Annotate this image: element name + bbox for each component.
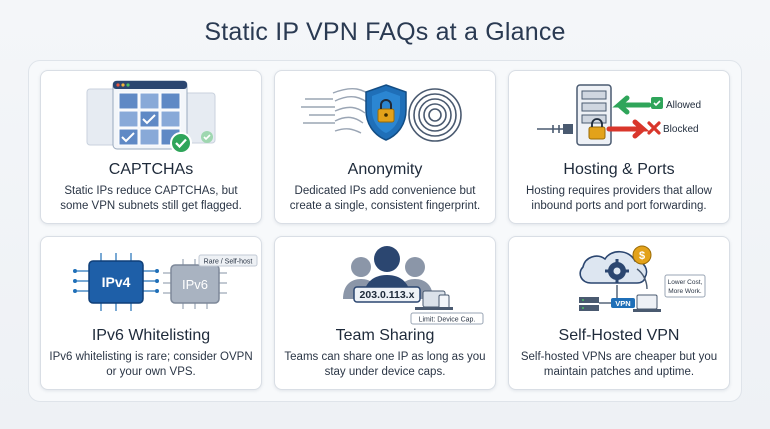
card-hosting-ports: Allowed Blocked Hosting & Ports Hosting …	[508, 70, 730, 224]
card-description: Dedicated IPs add convenience but create…	[289, 185, 481, 212]
card-description: IPv6 whitelisting is rare; consider OVPN…	[49, 351, 253, 378]
ipv6-label: IPv6	[182, 277, 208, 292]
device-cap-label: Limit: Device Cap.	[419, 317, 476, 324]
card-description: Hosting requires providers that allow in…	[525, 185, 712, 212]
server-ports-icon: Allowed Blocked	[537, 84, 701, 146]
cloud-gear-icon: $ VPN Lower Cost, More Work.	[579, 245, 706, 312]
rare-self-host-tag: Rare / Self-host	[204, 259, 253, 266]
card-description: Self-hosted VPNs are cheaper but you mai…	[520, 351, 718, 378]
fingerprint-shield-icon	[301, 84, 462, 142]
card-title: IPv6 Whitelisting	[91, 327, 211, 344]
card-title: Self-Hosted VPN	[558, 327, 680, 344]
ipv4-label: IPv4	[102, 274, 131, 290]
page-title: Static IP VPN FAQs at a Glance	[204, 18, 566, 46]
team-users-icon: 203.0.113.x Limit: Device Cap.	[343, 246, 484, 325]
card-anonymity: Anonymity Dedicated IPs add convenience …	[274, 70, 496, 224]
captcha-grid-icon	[86, 80, 216, 154]
note-line-1: Lower Cost,	[668, 279, 703, 286]
card-team-sharing: 203.0.113.x Limit: Device Cap. Team Shar…	[274, 236, 496, 390]
card-title: Hosting & Ports	[563, 161, 675, 178]
blocked-label: Blocked	[663, 124, 699, 135]
card-description: Static IPs reduce CAPTCHAs, but some VPN…	[60, 185, 242, 212]
card-self-hosted-vpn: $ VPN Lower Cost, More Work. Self-Hosted…	[508, 236, 730, 390]
card-description: Teams can share one IP as long as you st…	[284, 351, 486, 378]
card-title: CAPTCHAs	[108, 161, 194, 178]
cost-dollar-icon: $	[639, 250, 645, 262]
card-captchas: CAPTCHAs Static IPs reduce CAPTCHAs, but…	[40, 70, 262, 224]
card-title: Team Sharing	[335, 327, 435, 344]
card-ipv6-whitelisting: IPv4 IPv6 Rare / Self-host IPv6 Whitelis…	[40, 236, 262, 390]
shared-ip-label: 203.0.113.x	[360, 289, 415, 301]
card-title: Anonymity	[347, 161, 423, 178]
ipv-chip-icon: IPv4 IPv6 Rare / Self-host	[73, 253, 258, 311]
note-line-2: More Work.	[668, 288, 702, 295]
vpn-label: VPN	[615, 299, 630, 308]
allowed-label: Allowed	[666, 100, 701, 111]
